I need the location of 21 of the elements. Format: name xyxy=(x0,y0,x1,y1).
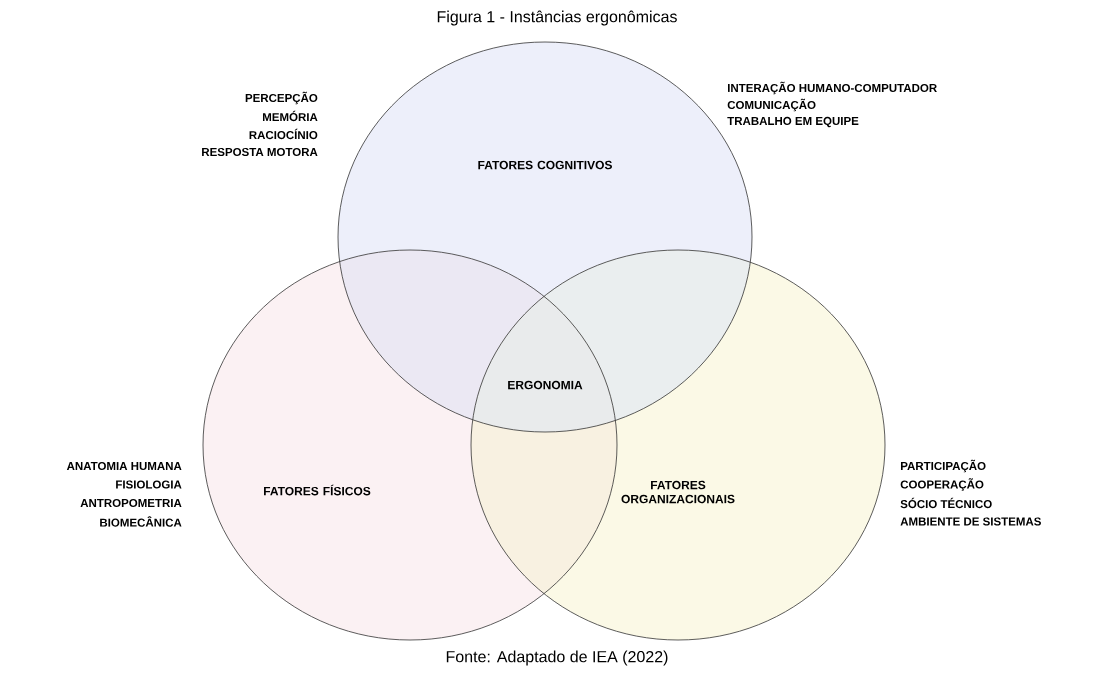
list-item: TRABALHO EM EQUIPE xyxy=(727,116,859,128)
list-item: RESPOSTA MOTORA xyxy=(202,147,318,157)
list-item: PERCEPÇÃO xyxy=(245,91,318,105)
source-caption: Fonte: Adaptado de IEA (2022) xyxy=(446,650,668,666)
list-item: BIOMECÂNICA xyxy=(100,516,182,527)
list-item: PARTICIPAÇÃO xyxy=(901,459,986,473)
circle-label: FATORES FÍSICOS xyxy=(264,484,371,496)
list-item: FISIOLOGIA xyxy=(116,480,182,489)
list-item: SÓCIO TÉCNICO xyxy=(900,497,992,509)
list-item: COOPERAÇÃO xyxy=(900,478,984,491)
list-item: MEMÓRIA xyxy=(263,110,318,122)
list-item: RACIOCÍNIO xyxy=(249,128,318,140)
list-item: INTERAÇÃO HUMANO-COMPUTADOR xyxy=(728,81,937,95)
figure-title: Figura 1 - Instâncias ergonômicas xyxy=(437,10,677,26)
list-item: ANTROPOMETRIA xyxy=(80,498,182,508)
circle-label: FATORES ORGANIZACIONAIS xyxy=(621,480,735,504)
list-item: ANATOMIA HUMANA xyxy=(66,461,182,471)
list-item: COMUNICAÇÃO xyxy=(727,98,816,112)
center-label: ERGONOMIA xyxy=(508,380,583,390)
list-item: AMBIENTE DE SISTEMAS xyxy=(900,517,1041,526)
circle-label: FATORES COGNITIVOS xyxy=(478,160,612,170)
